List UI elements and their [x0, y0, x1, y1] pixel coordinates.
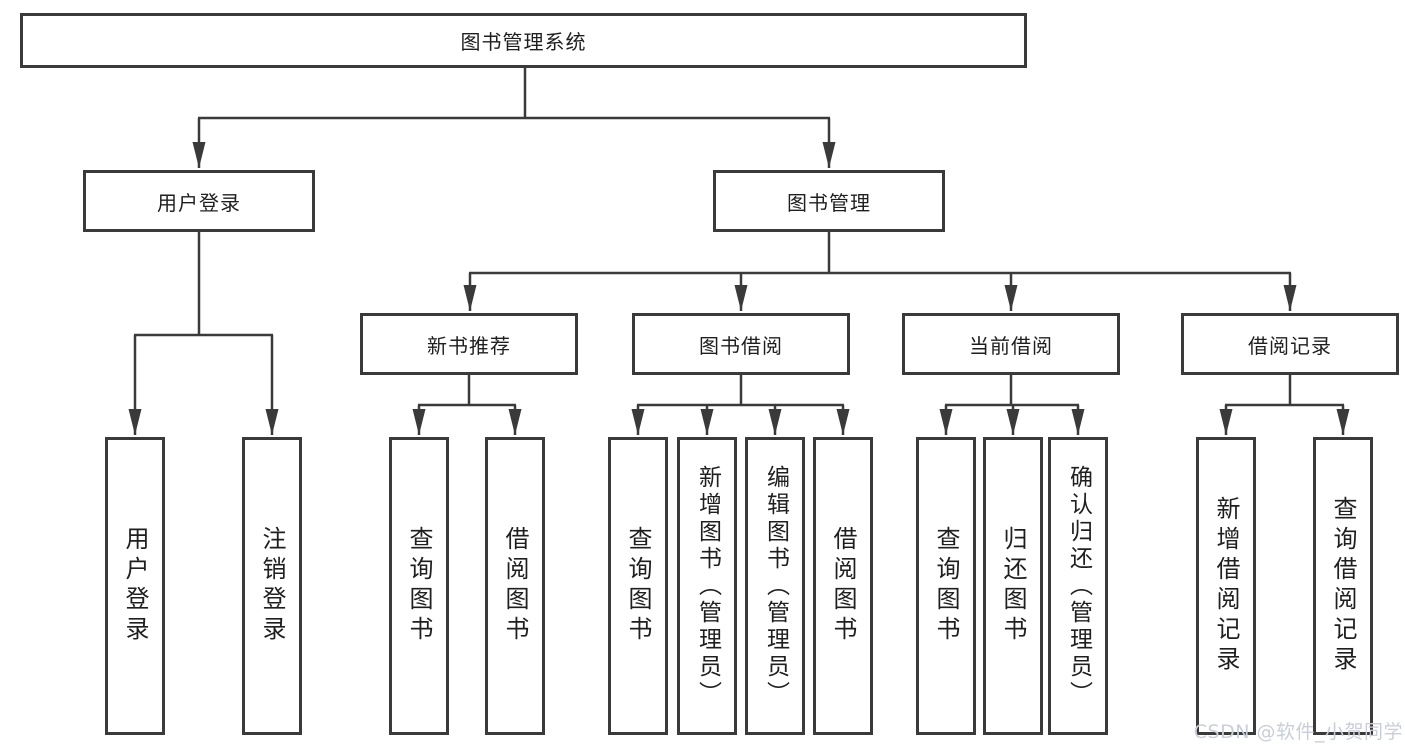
leaf-borrow-books-recommendation-label: 借阅图书: [501, 526, 529, 646]
leaf-query-books-borrowing-label: 查询图书: [624, 526, 652, 646]
leaf-add-borrow-record-label: 新增借阅记录: [1212, 496, 1240, 676]
node-root: 图书管理系统: [20, 13, 1027, 68]
node-borrowing-records-label: 借阅记录: [1248, 333, 1332, 358]
leaf-borrow-books-borrowing-label: 借阅图书: [829, 526, 857, 646]
leaf-add-books-admin-label: 新增图书（管理员）: [694, 464, 721, 708]
leaf-query-borrow-record-label: 查询借阅记录: [1329, 496, 1357, 676]
node-user-login-label: 用户登录: [157, 190, 241, 215]
node-new-book-recommendation: 新书推荐: [360, 313, 578, 375]
leaf-edit-books-admin-label: 编辑图书（管理员）: [762, 464, 789, 708]
node-current-borrowing-label: 当前借阅: [969, 333, 1053, 358]
leaf-confirm-return-admin: 确认归还（管理员）: [1048, 437, 1108, 735]
leaf-edit-books-admin: 编辑图书（管理员）: [745, 437, 805, 735]
node-user-login: 用户登录: [83, 170, 315, 232]
node-new-book-recommendation-label: 新书推荐: [427, 333, 511, 358]
node-book-borrowing-label: 图书借阅: [699, 333, 783, 358]
leaf-query-books-borrowing: 查询图书: [608, 437, 668, 735]
leaf-borrow-books-borrowing: 借阅图书: [813, 437, 873, 735]
node-current-borrowing: 当前借阅: [902, 313, 1120, 375]
node-root-label: 图书管理系统: [460, 30, 587, 54]
leaf-logout-label: 注销登录: [258, 526, 286, 646]
leaf-add-borrow-record: 新增借阅记录: [1196, 437, 1256, 735]
leaf-query-books-recommendation-label: 查询图书: [405, 526, 433, 646]
node-book-management-label: 图书管理: [787, 190, 871, 215]
leaf-query-books-current: 查询图书: [916, 437, 976, 735]
leaf-logout: 注销登录: [242, 437, 302, 735]
leaf-confirm-return-admin-label: 确认归还（管理员）: [1065, 464, 1092, 708]
leaf-return-books: 归还图书: [983, 437, 1043, 735]
leaf-query-borrow-record: 查询借阅记录: [1313, 437, 1373, 735]
leaf-query-books-recommendation: 查询图书: [389, 437, 449, 735]
leaf-user-login-label: 用户登录: [121, 526, 149, 646]
node-book-borrowing: 图书借阅: [632, 313, 850, 375]
leaf-user-login: 用户登录: [105, 437, 165, 735]
node-book-management: 图书管理: [713, 170, 945, 232]
leaf-query-books-current-label: 查询图书: [932, 526, 960, 646]
leaf-return-books-label: 归还图书: [999, 526, 1027, 646]
watermark: CSDN @软件_小贺同学: [1193, 721, 1403, 743]
leaf-borrow-books-recommendation: 借阅图书: [485, 437, 545, 735]
node-borrowing-records: 借阅记录: [1181, 313, 1399, 375]
leaf-add-books-admin: 新增图书（管理员）: [677, 437, 737, 735]
